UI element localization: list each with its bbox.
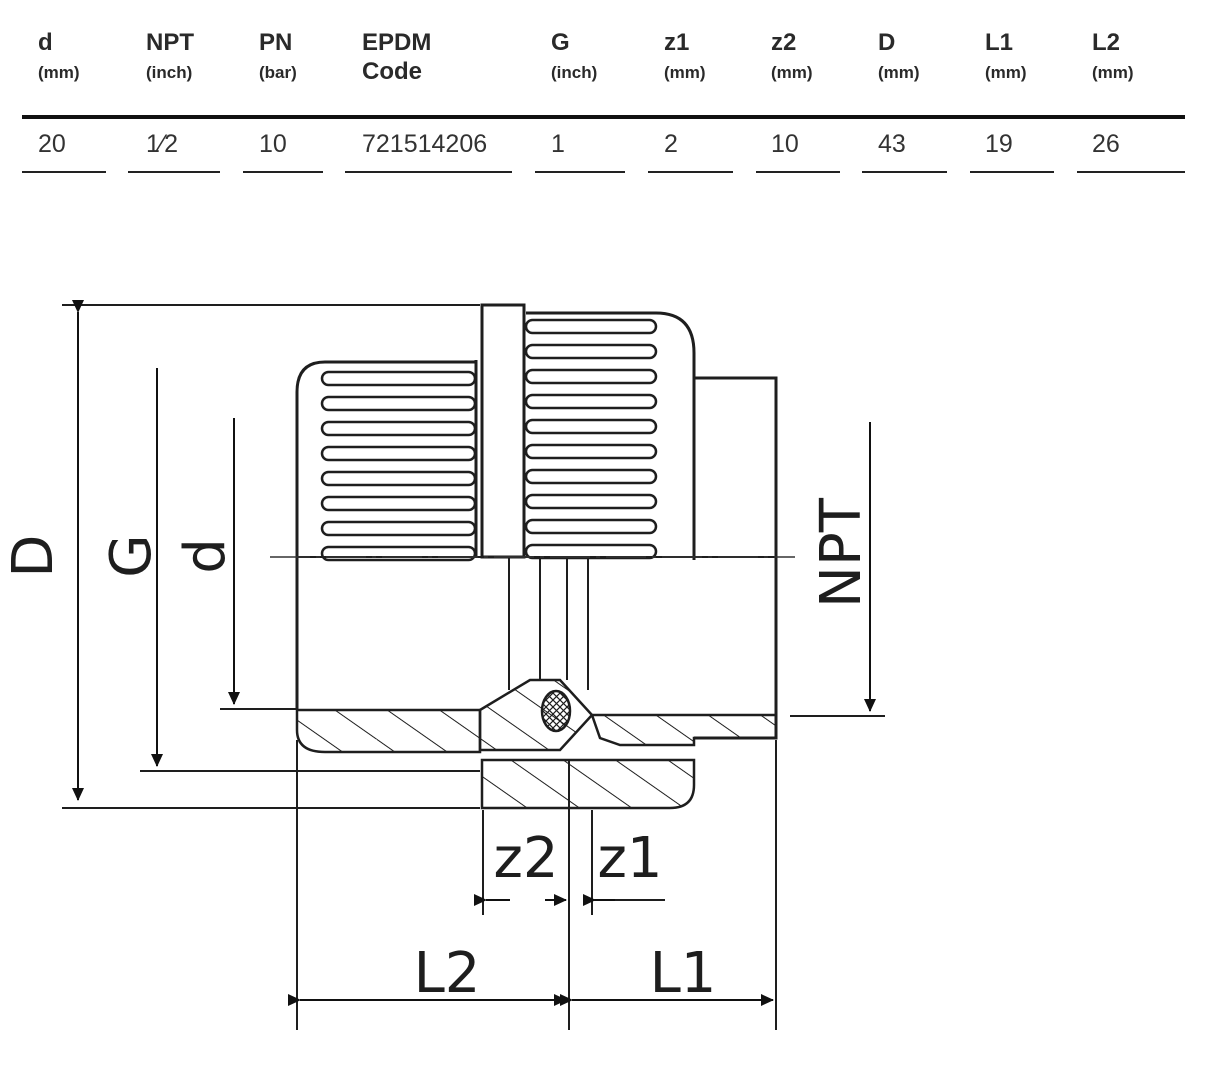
cell-underline bbox=[345, 171, 512, 173]
cell-underline bbox=[128, 171, 220, 173]
header-label-line2: Code bbox=[362, 58, 422, 85]
label-D: D bbox=[1, 534, 66, 577]
left-nut-ribs bbox=[320, 370, 477, 562]
header-epdm-code: EPDM Code bbox=[362, 28, 431, 86]
label-L2: L2 bbox=[414, 941, 481, 1006]
cell-d: 20 bbox=[38, 130, 66, 158]
header-label: L1 bbox=[985, 29, 1014, 56]
cell-underline bbox=[862, 171, 947, 173]
header-unit: (mm) bbox=[1092, 63, 1134, 82]
cell-underline bbox=[756, 171, 840, 173]
o-ring-seal bbox=[540, 689, 572, 733]
fitting-body bbox=[295, 303, 778, 740]
cell-epdm-code: 721514206 bbox=[362, 130, 488, 158]
header-unit: (mm) bbox=[878, 63, 920, 82]
cell-underline bbox=[648, 171, 733, 173]
label-z1: z1 bbox=[597, 826, 662, 891]
header-z2: z2 (mm) bbox=[771, 28, 813, 88]
label-z2: z2 bbox=[493, 826, 558, 891]
cell-l1: 19 bbox=[985, 130, 1013, 158]
header-label: L2 bbox=[1092, 29, 1121, 56]
cell-g: 1 bbox=[551, 130, 565, 158]
left-nut-outline bbox=[295, 360, 475, 710]
header-g: G (inch) bbox=[551, 28, 597, 88]
header-label: z2 bbox=[771, 29, 797, 56]
header-l1: L1 (mm) bbox=[985, 28, 1027, 88]
header-unit: (bar) bbox=[259, 63, 297, 82]
header-unit: (mm) bbox=[771, 63, 813, 82]
cell-l2: 26 bbox=[1092, 130, 1120, 158]
hatched-sections bbox=[295, 678, 778, 810]
label-L1: L1 bbox=[650, 941, 717, 1006]
header-label: NPT bbox=[146, 29, 194, 56]
header-d: d (mm) bbox=[38, 28, 80, 88]
center-flange bbox=[480, 303, 526, 559]
label-NPT: NPT bbox=[809, 497, 874, 608]
header-D: D (mm) bbox=[878, 28, 920, 88]
spec-table: d (mm) NPT (inch) PN (bar) EPDM Code G (… bbox=[0, 0, 1205, 180]
header-unit: (inch) bbox=[551, 63, 598, 82]
header-pn: PN (bar) bbox=[259, 28, 297, 88]
dimension-lines bbox=[72, 300, 876, 1006]
extension-lines bbox=[62, 304, 885, 1030]
label-d: d bbox=[173, 538, 238, 574]
cell-D: 43 bbox=[878, 130, 906, 158]
cell-underline bbox=[535, 171, 625, 173]
cell-pn: 10 bbox=[259, 130, 287, 158]
header-unit: (mm) bbox=[985, 63, 1027, 82]
header-unit: (mm) bbox=[38, 63, 80, 82]
header-npt: NPT (inch) bbox=[146, 28, 194, 88]
cell-npt: 1⁄2 bbox=[146, 130, 178, 158]
right-nut-outline bbox=[526, 311, 696, 560]
header-label: d bbox=[38, 29, 53, 56]
header-label: G bbox=[551, 29, 570, 56]
header-divider bbox=[22, 115, 1185, 119]
cell-z2: 10 bbox=[771, 130, 799, 158]
cell-underline bbox=[970, 171, 1054, 173]
right-nut-ribs bbox=[524, 318, 658, 560]
header-label: z1 bbox=[664, 29, 690, 56]
header-unit: (inch) bbox=[146, 63, 193, 82]
cell-underline bbox=[22, 171, 106, 173]
cell-underline bbox=[243, 171, 323, 173]
cell-z1: 2 bbox=[664, 130, 678, 158]
header-unit: (mm) bbox=[664, 63, 706, 82]
label-G: G bbox=[99, 534, 164, 577]
header-label: EPDM bbox=[362, 29, 432, 56]
header-label: PN bbox=[259, 29, 293, 56]
header-l2: L2 (mm) bbox=[1092, 28, 1134, 88]
header-z1: z1 (mm) bbox=[664, 28, 706, 88]
header-label: D bbox=[878, 29, 896, 56]
cell-underline bbox=[1077, 171, 1185, 173]
